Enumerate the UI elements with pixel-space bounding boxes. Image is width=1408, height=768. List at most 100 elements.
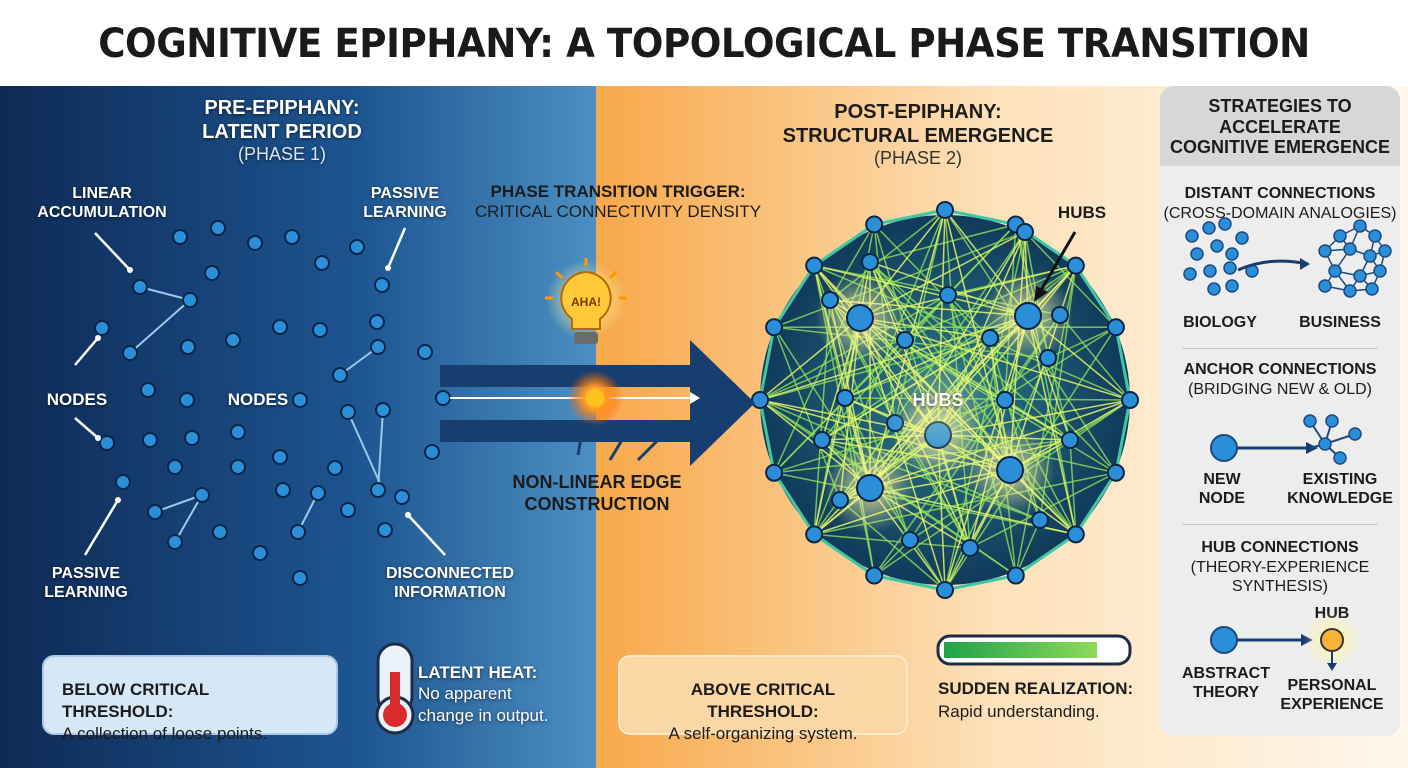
node — [349, 239, 365, 255]
node — [394, 489, 410, 505]
network-node — [1066, 256, 1085, 275]
hubs-label: HUBS — [1057, 203, 1107, 222]
trigger-label: PHASE TRANSITION TRIGGER:CRITICAL CONNEC… — [474, 182, 762, 222]
network-node — [936, 581, 954, 599]
node — [340, 404, 356, 420]
below-threshold-box: BELOW CRITICAL THRESHOLD:A collection of… — [42, 655, 338, 743]
node — [122, 345, 138, 361]
network-node — [865, 566, 884, 585]
network-node — [1016, 223, 1034, 241]
network-node — [821, 291, 839, 309]
node — [314, 255, 330, 271]
hubs-center-label: HUBS — [912, 390, 964, 410]
node — [424, 444, 440, 460]
node — [340, 502, 356, 518]
business-label: BUSINESS — [1299, 314, 1381, 331]
lightbulb-icon — [545, 258, 627, 344]
biology-label: BIOLOGY — [1183, 314, 1257, 331]
network-node — [805, 256, 824, 275]
node — [99, 435, 115, 451]
node — [284, 229, 300, 245]
node — [275, 482, 291, 498]
node — [210, 220, 226, 236]
network-node — [1006, 566, 1025, 585]
thermometer-icon — [375, 642, 415, 735]
node — [140, 382, 156, 398]
node — [142, 432, 158, 448]
page-title: COGNITIVE EPIPHANY: A TOPOLOGICAL PHASE … — [49, 0, 1359, 86]
node — [292, 392, 308, 408]
node — [247, 235, 263, 251]
node — [180, 339, 196, 355]
node — [272, 449, 288, 465]
node — [417, 344, 433, 360]
node — [115, 474, 131, 490]
node — [167, 534, 183, 550]
node — [230, 424, 246, 440]
label-nodes-center: NODES — [227, 390, 289, 409]
hub-title: HUB CONNECTIONS — [1201, 539, 1359, 556]
node — [374, 277, 390, 293]
node — [184, 430, 200, 446]
transition-arrow — [440, 340, 755, 466]
network-node — [1106, 463, 1125, 482]
network-node — [1066, 525, 1085, 544]
node — [292, 570, 308, 586]
network-node — [861, 253, 879, 271]
above-threshold-box: ABOVE CRITICAL THRESHOLD:A self-organizi… — [618, 655, 908, 743]
network-node — [901, 531, 919, 549]
network-node — [831, 491, 849, 509]
sudden-realization-text: SUDDEN REALIZATION:Rapid understanding. — [938, 679, 1134, 721]
hub-node — [1014, 302, 1042, 330]
network-node — [939, 286, 957, 304]
node — [230, 459, 246, 475]
node — [204, 265, 220, 281]
anchor-sub: (BRIDGING NEW & OLD) — [1187, 381, 1372, 398]
node — [310, 485, 326, 501]
node — [312, 322, 328, 338]
network-node — [836, 389, 854, 407]
node — [327, 460, 343, 476]
network-node — [996, 391, 1014, 409]
phase2-heading: POST-EPIPHANY:STRUCTURAL EMERGENCE(PHASE… — [782, 101, 1054, 168]
node — [370, 339, 386, 355]
node — [272, 319, 288, 335]
network-node — [765, 463, 784, 482]
node — [212, 524, 228, 540]
node — [94, 320, 110, 336]
network-node — [961, 539, 979, 557]
hub-node — [846, 304, 874, 332]
node — [132, 279, 148, 295]
node — [435, 390, 451, 406]
distant-sub: (CROSS-DOMAIN ANALOGIES) — [1163, 205, 1397, 222]
progress-bar — [936, 634, 1132, 666]
node — [369, 314, 385, 330]
network-node — [805, 525, 824, 544]
hub-node — [996, 456, 1024, 484]
network-node — [1106, 318, 1125, 337]
network-node — [936, 201, 954, 219]
node — [377, 522, 393, 538]
hub-node — [856, 474, 884, 502]
node — [370, 482, 386, 498]
node — [225, 332, 241, 348]
phase1-heading: PRE-EPIPHANY:LATENT PERIOD(PHASE 1) — [202, 97, 362, 164]
label-nodes-left: NODES — [46, 390, 108, 409]
node — [172, 229, 188, 245]
node — [147, 504, 163, 520]
network-node — [751, 391, 769, 409]
network-node — [1051, 306, 1069, 324]
network-node — [1031, 511, 1049, 529]
node — [194, 487, 210, 503]
